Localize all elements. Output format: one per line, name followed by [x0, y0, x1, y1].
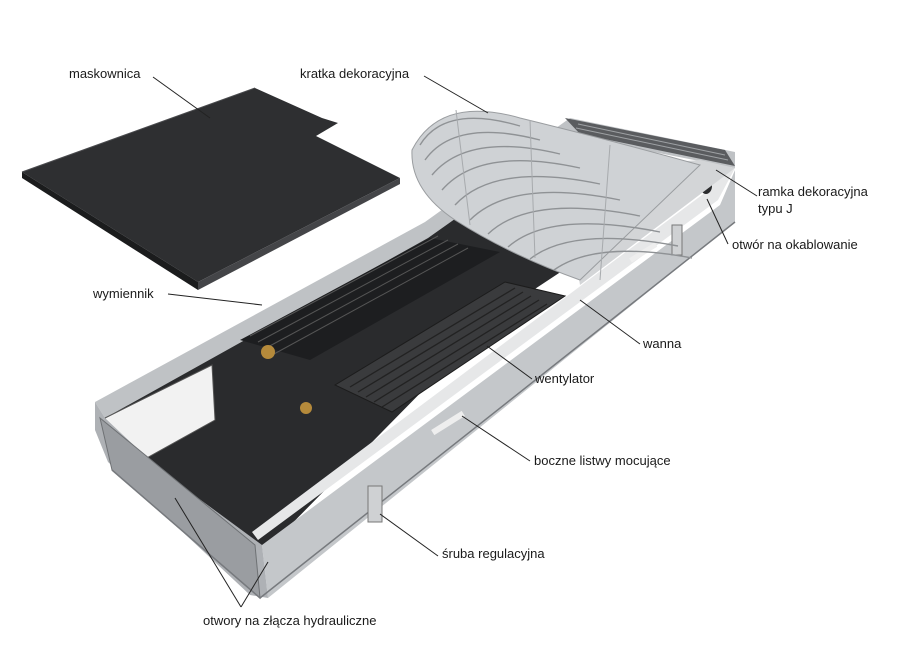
label-otwory-hydrauliczne: otwory na złącza hydrauliczne	[203, 613, 377, 628]
leader-wanna	[579, 299, 641, 345]
fan-block	[333, 281, 567, 413]
decorative-grille	[411, 109, 735, 285]
trough-bottom-edge	[111, 221, 736, 599]
label-kratka-dekoracyjna: kratka dekoracyjna	[300, 66, 410, 81]
pipe-end-1	[261, 345, 275, 359]
label-sruba-regulacyjna: śruba regulacyjna	[442, 546, 545, 561]
leader-lines	[152, 75, 758, 608]
label-ramka-dekoracyjna: ramka dekoracyjna	[758, 184, 868, 199]
label-wymiennik: wymiennik	[93, 286, 154, 301]
leader-listwy	[461, 415, 531, 462]
cover-top	[22, 88, 400, 282]
pipe-end-2	[300, 402, 312, 414]
cover-panel	[21, 87, 400, 290]
mounting-slot-1	[431, 410, 465, 436]
leader-wymiennik	[167, 293, 263, 306]
adjust-bracket	[367, 485, 383, 523]
decorative-frame	[565, 118, 735, 166]
label-wanna: wanna	[643, 336, 682, 351]
grille-roll	[411, 110, 701, 281]
label-wentylator: wentylator	[535, 371, 595, 386]
leader-kratka	[423, 75, 489, 114]
label-boczne-listwy: boczne listwy mocujące	[534, 453, 671, 468]
label-ramka-typu-j: typu J	[758, 201, 793, 216]
leader-sruba	[379, 513, 439, 557]
leader-maskownica	[152, 76, 211, 119]
leader-otwor-kabel	[706, 198, 729, 245]
leader-ramka	[715, 169, 758, 197]
cover-edge	[22, 172, 198, 290]
label-maskownica: maskownica	[69, 66, 141, 81]
leader-otwory-1	[174, 497, 242, 608]
leader-otwory-2	[240, 561, 269, 608]
leader-wentylator	[486, 345, 533, 380]
trough-front-top	[252, 166, 735, 540]
label-otwor-na-okablowanie: otwór na okablowanie	[732, 237, 858, 252]
exchanger-body	[240, 238, 500, 360]
